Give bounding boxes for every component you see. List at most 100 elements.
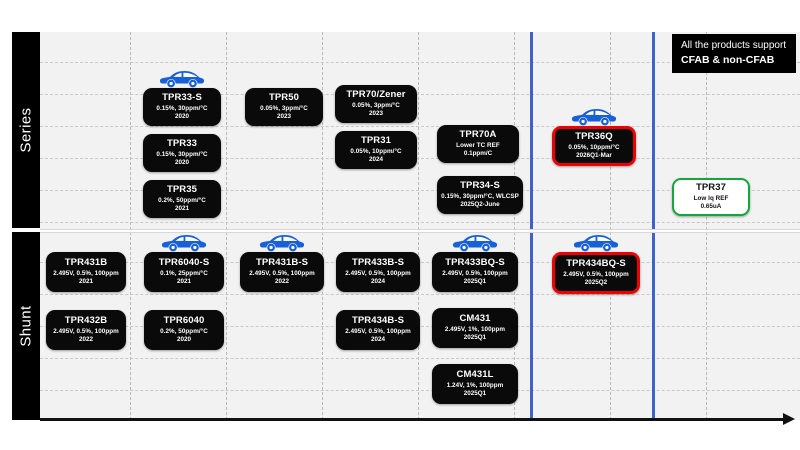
product-spec: 0.15%, 30ppm/°C, WLCSP [441,193,519,201]
product-name: TPR431B-S [255,256,309,268]
product-schedule: 2025Q2-June [460,201,500,209]
product-schedule: 2020 [176,336,191,344]
product-spec: 0.05%, 3ppm/°C [352,102,400,110]
product-schedule: 2022 [78,336,93,344]
gridline-vertical [418,32,419,420]
product-spec: 2.495V, 0.5%, 100ppm [442,270,508,278]
category-label-series-text: Series [17,107,35,153]
car-icon [159,69,205,89]
gridline-vertical [130,32,131,420]
gridline-vertical [514,32,515,420]
gridline-horizontal [40,222,800,223]
product-name: TPR433B-S [351,256,405,268]
product-schedule: 2021 [176,278,191,286]
gridline-horizontal [40,358,800,359]
product-name: TPR70A [459,128,497,140]
product-name: TPR6040-S [158,256,210,268]
gridline-horizontal [40,294,800,295]
product-schedule: 0.1ppm/C [463,150,493,158]
product-name: TPR33-S [162,91,202,103]
product-spec: 2.495V, 0.5%, 100ppm [249,270,315,278]
car-icon [452,233,498,253]
product-schedule: 2024 [368,156,383,164]
product-name: TPR33 [166,137,198,149]
gridline-horizontal [40,158,800,159]
product-spec: 0.05%, 10ppm/°C [350,148,402,156]
product-name: CM431 [459,312,491,324]
gridline-vertical [322,32,323,420]
product-schedule: 2020 [174,159,189,167]
car-icon [161,233,207,253]
product-name: TPR433BQ-S [445,256,505,268]
product-spec: 0.2%, 50ppm/°C [158,197,206,205]
product-spec: 2.495V, 1%, 100ppm [444,326,506,334]
gridline-horizontal [40,126,800,127]
product-spec: 2.495V, 0.5%, 100ppm [345,328,411,336]
product-spec: 2.495V, 0.5%, 100ppm [53,328,119,336]
gridline-vertical [226,32,227,420]
product-spec: 0.15%, 30ppm/°C [156,151,208,159]
support-note-line1: All the products support [681,40,787,51]
product-spec: 2.495V, 0.5%, 100ppm [563,271,629,279]
category-label-series: Series [12,32,40,228]
product-schedule: 2025Q1 [463,390,487,398]
car-icon [573,233,619,253]
product-schedule: 2021 [78,278,93,286]
product-spec: 2.495V, 0.5%, 100ppm [345,270,411,278]
product-schedule: 2021 [174,205,189,213]
milestone-divider-line [530,32,533,420]
support-note-line2: CFAB & non-CFAB [681,53,775,66]
product-name: TPR431B [64,256,108,268]
product-name: TPR434B-S [351,314,405,326]
product-name: TPR432B [64,314,108,326]
gridline-vertical [706,32,707,420]
product-schedule: 2024 [370,336,385,344]
car-icon [571,107,617,127]
gridline-horizontal [40,190,800,191]
product-spec: 0.05%, 3ppm/°C [260,105,308,113]
product-schedule: 2025Q1 [463,334,487,342]
product-spec: 0.2%, 50ppm/°C [160,328,208,336]
product-name: TPR70/Zener [346,88,406,100]
product-schedule: 2023 [368,110,383,118]
product-schedule: 2022 [274,278,289,286]
product-name: TPR34-S [460,179,500,191]
product-name: TPR37 [695,181,727,193]
product-spec: 2.495V, 0.5%, 100ppm [53,270,119,278]
support-note: All the products support CFAB & non-CFAB [672,34,796,73]
product-spec: 0.05%, 10ppm/°C [568,144,620,152]
product-schedule: 2026Q1-Mar [576,152,612,160]
product-name: TPR35 [166,183,198,195]
category-label-shunt: Shunt [12,232,40,420]
product-schedule: 2020 [174,113,189,121]
product-spec: Low Iq REF [693,195,729,203]
gridline-horizontal [40,62,800,63]
product-name: CM431L [456,368,494,380]
arrow-right-icon [40,413,795,425]
gridline-horizontal [40,326,800,327]
gridline-horizontal [40,390,800,391]
gridline-vertical [610,32,611,420]
product-schedule: 2025Q1 [463,278,487,286]
